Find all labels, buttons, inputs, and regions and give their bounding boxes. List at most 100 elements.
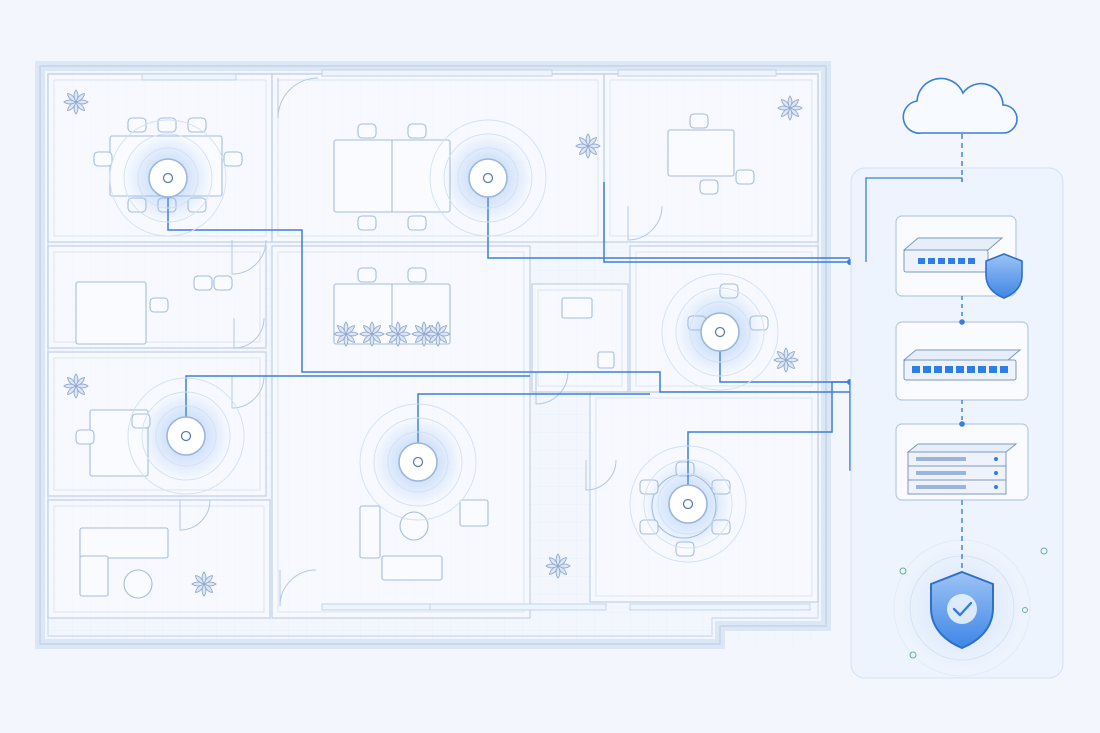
door-7 xyxy=(535,371,569,405)
lobby-sofa xyxy=(359,505,381,559)
wifi-ring-1 xyxy=(123,133,213,223)
rack-devices xyxy=(895,215,1029,501)
firewall-port xyxy=(958,258,965,264)
firewall-front xyxy=(903,249,989,273)
chair xyxy=(407,123,427,139)
ethernet-cable-2 xyxy=(603,182,866,263)
open-office-north-inner xyxy=(277,79,599,237)
firewall-device xyxy=(895,215,1023,299)
office-left-middle-inner xyxy=(53,251,261,343)
leaf xyxy=(345,324,356,335)
lounge-east-inner xyxy=(635,251,813,387)
access-point-led xyxy=(412,456,424,468)
firewall-port xyxy=(928,258,935,264)
wifi-ring-2 xyxy=(429,119,547,237)
chair xyxy=(75,429,95,445)
plant-8 xyxy=(359,321,385,347)
plant-5 xyxy=(191,571,217,597)
lobby-bench xyxy=(381,555,443,581)
door-6 xyxy=(279,569,317,607)
access-point-layer xyxy=(109,119,779,563)
lobby-round-table xyxy=(399,511,429,541)
leaf xyxy=(587,136,598,147)
door-1 xyxy=(231,239,267,275)
plant-9 xyxy=(385,321,411,347)
ethernet-cable-6 xyxy=(687,381,866,500)
switch-port xyxy=(967,366,975,373)
office-top-right-inner xyxy=(609,79,813,237)
leaf xyxy=(789,98,800,109)
plant-7 xyxy=(333,321,359,347)
switch-port xyxy=(956,366,964,373)
chair xyxy=(357,123,377,139)
rack-link-dot-0 xyxy=(959,319,965,325)
switch-port xyxy=(912,366,920,373)
sink xyxy=(561,297,593,319)
door-0 xyxy=(277,77,319,119)
switch-port xyxy=(1000,366,1008,373)
security-shield-badge xyxy=(893,539,1048,677)
leaf xyxy=(397,324,408,335)
plants-layer xyxy=(63,89,803,597)
ethernet-cable-0 xyxy=(167,196,866,393)
wifi-ring-2 xyxy=(661,273,779,391)
chair xyxy=(357,215,377,231)
ap-lobby-icon xyxy=(359,403,477,521)
switch-port xyxy=(978,366,986,373)
switch-port xyxy=(934,366,942,373)
server-drive-bay xyxy=(916,471,966,475)
conference-room-bottom-right-inner xyxy=(595,397,813,597)
wifi-ring-1 xyxy=(141,391,231,481)
wifi-ring-2 xyxy=(629,445,747,563)
cloud-icon xyxy=(902,77,1018,134)
chair xyxy=(213,275,233,291)
plant-0 xyxy=(63,89,89,115)
plant-6 xyxy=(545,553,571,579)
door-2 xyxy=(627,205,663,241)
door-8 xyxy=(585,459,617,491)
plant-2 xyxy=(777,95,803,121)
server-led xyxy=(994,457,998,461)
plant-1 xyxy=(575,133,601,159)
chair xyxy=(223,151,243,167)
wifi-ring-2 xyxy=(127,377,245,495)
door-4 xyxy=(231,375,265,409)
chair xyxy=(407,215,427,231)
server-top xyxy=(906,443,1018,453)
server-led xyxy=(994,485,998,489)
wifi-ring-0 xyxy=(657,473,719,535)
wifi-ring-0 xyxy=(689,301,751,363)
leaf xyxy=(371,324,382,335)
cloud-to-firewall-cable xyxy=(865,177,963,262)
window-4 xyxy=(429,603,607,611)
access-point-led xyxy=(714,326,726,338)
firewall-port xyxy=(938,258,945,264)
switch-port xyxy=(989,366,997,373)
wifi-ring-1 xyxy=(373,417,463,507)
window-5 xyxy=(629,603,811,611)
rack-link-dot-1 xyxy=(959,421,965,427)
firewall-shield-icon xyxy=(985,253,1023,299)
wifi-ring-1 xyxy=(675,287,765,377)
plant-3 xyxy=(63,373,89,399)
switch-top xyxy=(902,349,1022,361)
switch-port xyxy=(945,366,953,373)
office-desk-left-middle xyxy=(75,281,147,345)
access-point-led xyxy=(682,498,694,510)
firewall-port xyxy=(968,258,975,264)
wifi-ring-2 xyxy=(359,403,477,521)
lobby-armchair xyxy=(459,499,489,527)
door-5 xyxy=(179,499,211,531)
network-switch-device xyxy=(895,321,1029,401)
window-0 xyxy=(141,73,237,81)
wifi-ring-0 xyxy=(457,147,519,209)
chair xyxy=(407,267,427,283)
ap-conference-icon xyxy=(629,445,747,563)
chair xyxy=(699,179,719,195)
server-drive-bay xyxy=(916,485,966,489)
wifi-ring-0 xyxy=(155,405,217,467)
leaf xyxy=(785,350,796,361)
lobby-central-inner xyxy=(277,251,525,613)
leaf xyxy=(437,324,448,335)
